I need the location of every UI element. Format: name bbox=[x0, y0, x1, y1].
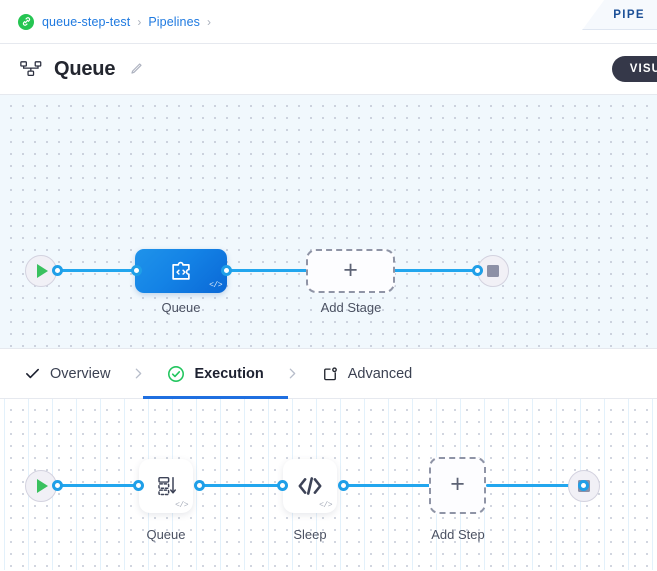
port-end-in[interactable] bbox=[578, 480, 589, 491]
stage-node-queue[interactable]: </> bbox=[135, 249, 227, 293]
add-step-node-label: Add Step bbox=[431, 527, 485, 542]
edge-addstage-to-end bbox=[390, 269, 485, 272]
add-step-node[interactable]: + bbox=[429, 457, 486, 514]
check-icon bbox=[24, 365, 41, 382]
port-sleep-out[interactable] bbox=[338, 480, 349, 491]
breadcrumb-separator: › bbox=[137, 14, 142, 29]
tab-execution-label: Execution bbox=[194, 365, 264, 382]
edge-sleep-to-addstep bbox=[340, 484, 432, 487]
code-badge: </> bbox=[319, 501, 332, 510]
pipeline-stage-canvas[interactable]: </> Queue + Add Stage bbox=[0, 95, 657, 348]
step-node-queue-label: Queue bbox=[146, 527, 186, 542]
add-stage-node-label: Add Stage bbox=[320, 300, 382, 315]
pipeline-ribbon-tab[interactable]: PIPE bbox=[582, 0, 657, 30]
tab-advanced[interactable]: Advanced bbox=[319, 349, 415, 398]
tab-overview-label: Overview bbox=[50, 365, 111, 382]
step-node-sleep-label: Sleep bbox=[293, 527, 327, 542]
code-badge: </> bbox=[209, 281, 222, 290]
code-badge: </> bbox=[175, 501, 188, 510]
breadcrumb-separator: › bbox=[207, 14, 211, 29]
port-queue-step-in[interactable] bbox=[133, 480, 144, 491]
edge-start-to-queue bbox=[55, 269, 145, 272]
port-queue-out[interactable] bbox=[221, 265, 232, 276]
puzzle-code-icon bbox=[172, 261, 190, 280]
page-header: Queue VISU bbox=[0, 44, 657, 95]
edge-queue-to-sleep bbox=[196, 484, 284, 487]
code-brackets-icon bbox=[298, 477, 322, 495]
pencil-icon[interactable] bbox=[128, 61, 144, 77]
chevron-right-icon bbox=[112, 349, 165, 398]
play-icon bbox=[37, 264, 48, 278]
port-queue-step-out[interactable] bbox=[194, 480, 205, 491]
stop-icon bbox=[487, 265, 499, 277]
port-start-out[interactable] bbox=[52, 480, 63, 491]
tab-execution[interactable]: Execution bbox=[143, 349, 289, 399]
chevron-right-icon bbox=[266, 349, 319, 398]
start-node[interactable] bbox=[25, 470, 57, 502]
port-queue-in[interactable] bbox=[131, 265, 142, 276]
port-start-out[interactable] bbox=[52, 265, 63, 276]
add-stage-node[interactable]: + bbox=[306, 249, 395, 293]
plus-icon: + bbox=[343, 255, 358, 284]
stage-node-queue-label: Queue bbox=[161, 300, 201, 315]
step-node-queue[interactable]: </> bbox=[139, 459, 193, 513]
step-node-sleep[interactable]: </> bbox=[283, 459, 337, 513]
tab-advanced-label: Advanced bbox=[347, 365, 413, 382]
pipeline-hierarchy-icon bbox=[20, 60, 42, 78]
tab-overview[interactable]: Overview bbox=[22, 349, 112, 398]
pipeline-ribbon-label: PIPE bbox=[613, 8, 645, 21]
edge-addstep-to-end bbox=[486, 484, 582, 487]
breadcrumb-item-pipelines[interactable]: Pipelines bbox=[148, 14, 200, 29]
link-circle-icon bbox=[18, 13, 34, 30]
play-icon bbox=[37, 479, 48, 493]
queue-stack-icon bbox=[158, 476, 177, 496]
page-title: Queue bbox=[54, 57, 116, 80]
pipeline-tabs: Overview Execution bbox=[0, 348, 657, 399]
port-end-in[interactable] bbox=[472, 265, 483, 276]
check-circle-icon bbox=[167, 365, 185, 383]
breadcrumb: queue-step-test › Pipelines › PIPE bbox=[0, 0, 657, 44]
edge-start-to-queue-step bbox=[55, 484, 140, 487]
start-node[interactable] bbox=[25, 255, 57, 287]
port-sleep-in[interactable] bbox=[277, 480, 288, 491]
visualize-button[interactable]: VISU bbox=[611, 56, 657, 82]
card-gear-icon bbox=[321, 365, 339, 383]
edge-queue-to-addstage bbox=[220, 269, 315, 272]
plus-icon: + bbox=[450, 470, 465, 498]
breadcrumb-item-project[interactable]: queue-step-test bbox=[42, 14, 131, 29]
pipeline-step-canvas[interactable]: </> Queue </> Sleep + Add Step bbox=[0, 399, 657, 570]
